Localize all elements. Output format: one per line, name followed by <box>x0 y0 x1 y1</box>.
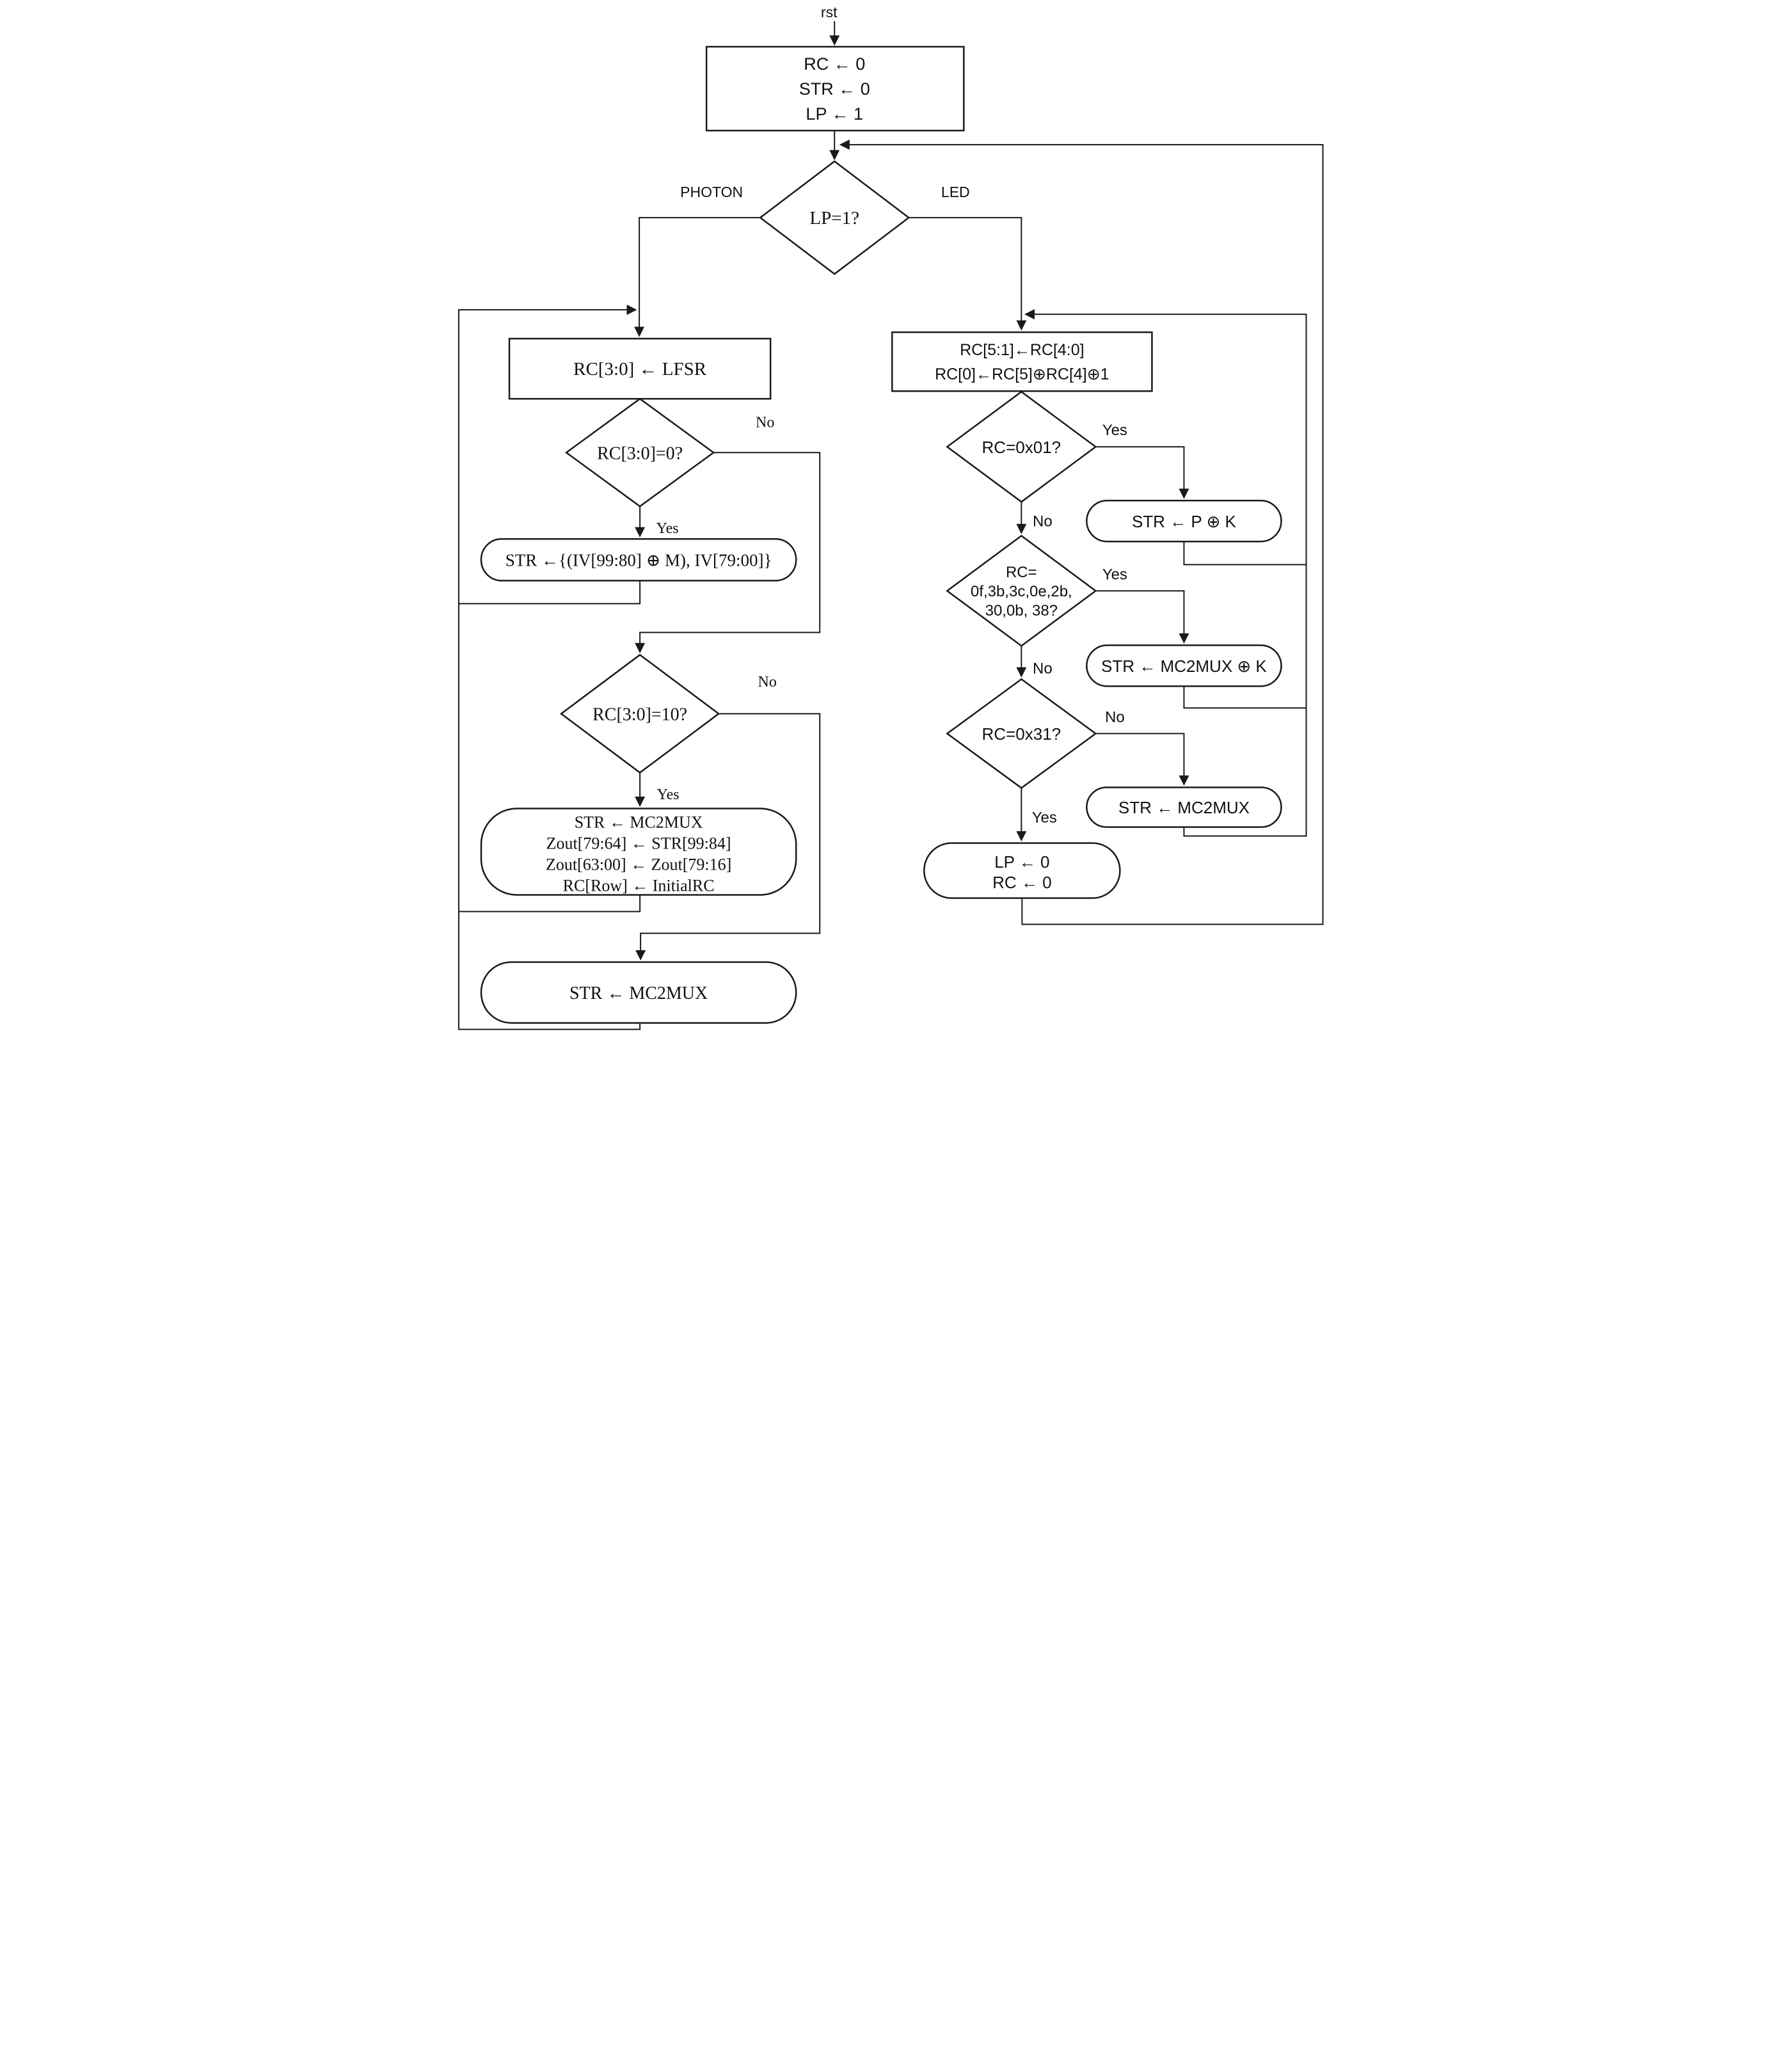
squeeze-line-3: Zout[63:00] ← Zout[79:16] <box>545 855 731 873</box>
finish-line-2: RC ← 0 <box>992 873 1051 892</box>
branch-labels: No Yes No Yes Yes No Yes No No Yes <box>656 415 1127 827</box>
squeeze-line-4: RC[Row] ← InitialRC <box>562 876 714 895</box>
round-key-add-pill <box>1085 644 1282 687</box>
edge-round-key-add-return <box>1182 686 1306 709</box>
squeeze-line-2: Zout[79:64] ← STR[99:84] <box>546 834 731 852</box>
rc31-decision-label: RC=0x31? <box>982 724 1061 744</box>
rc-ten-yes-label: Yes <box>656 786 679 803</box>
rclist-decision-line-1: RC= <box>1005 564 1037 581</box>
edge-photon-branch <box>633 217 760 337</box>
rc-zero-decision-label: RC[3:0]=0? <box>597 443 683 463</box>
edge-rc-zero-no <box>634 452 820 653</box>
mode-decision-label: LP=1? <box>809 208 859 228</box>
photon-round-update-label: STR ← MC2MUX <box>569 984 707 1003</box>
init-line-1: RC ← 0 <box>804 54 865 74</box>
lfsr-box <box>508 337 771 400</box>
rclist-no-label: No <box>1032 660 1052 677</box>
rc-shift-line-2: RC[0]←RC[5]⊕RC[4]⊕1 <box>935 365 1109 383</box>
initial-key-add-label: STR ← P ⊕ K <box>1131 512 1236 531</box>
rc-zero-yes-label: Yes <box>656 520 678 537</box>
nodes <box>480 45 1282 1024</box>
rc-zero-decision-diamond <box>564 397 715 507</box>
squeeze-line-1: STR ← MC2MUX <box>574 813 703 831</box>
finish-pill <box>923 842 1121 899</box>
rc01-decision-diamond <box>945 390 1097 503</box>
edge-inner-return-loop <box>1024 309 1307 837</box>
edge-iv-load-return <box>458 580 640 605</box>
edge-rc31-no <box>1095 733 1189 786</box>
rclist-decision-line-3: 30,0b, 38? <box>985 602 1057 619</box>
edge-led-branch <box>908 217 1026 331</box>
rc-ten-decision-label: RC[3:0]=10? <box>592 705 687 724</box>
photon-led-controller-flowchart: rst RC ← 0 STR ← 0 LP ← 1 LP=1? PHOTON L… <box>443 0 1330 1037</box>
rc31-decision-diamond <box>945 678 1097 789</box>
rc01-no-label: No <box>1032 513 1052 530</box>
rc-shift-line-1: RC[5:1]←RC[4:0] <box>960 341 1085 359</box>
rc31-no-label: No <box>1105 708 1125 726</box>
edge-outer-return-loop <box>839 139 1323 925</box>
edge-rc-ten-no <box>635 713 820 960</box>
connectors <box>457 21 1323 1030</box>
photon-branch-label: PHOTON <box>680 184 743 200</box>
rc-shift-box <box>891 331 1153 392</box>
init-line-3: LP ← 1 <box>806 104 863 124</box>
edge-rc01-yes <box>1095 446 1189 499</box>
led-round-update-label: STR ← MC2MUX <box>1118 798 1249 817</box>
finish-line-1: LP ← 0 <box>994 852 1049 872</box>
rclist-decision-line-2: 0f,3b,3c,0e,2b, <box>970 583 1072 600</box>
node-text: rst RC ← 0 STR ← 0 LP ← 1 LP=1? PHOTON L… <box>505 4 1267 1003</box>
rclist-decision-diamond <box>945 534 1097 647</box>
rc01-yes-label: Yes <box>1102 422 1127 439</box>
led-round-update-pill <box>1085 786 1282 828</box>
rc31-yes-label: Yes <box>1031 809 1056 826</box>
rc-ten-no-label: No <box>758 674 776 690</box>
init-box <box>705 45 965 132</box>
init-line-2: STR ← 0 <box>799 79 870 99</box>
round-key-add-label: STR ← MC2MUX ⊕ K <box>1101 657 1267 676</box>
initial-key-add-pill <box>1085 500 1282 543</box>
mode-decision-diamond <box>758 160 910 275</box>
iv-load-pill <box>480 538 797 582</box>
led-branch-label: LED <box>941 184 969 200</box>
edge-left-return-rail <box>457 305 640 1030</box>
photon-round-update-pill <box>480 961 797 1024</box>
edge-squeeze-return <box>458 895 640 912</box>
edge-initial-key-add-return <box>1182 541 1306 566</box>
rclist-yes-label: Yes <box>1102 566 1127 583</box>
rc-zero-no-label: No <box>756 415 774 431</box>
squeeze-pill <box>480 808 797 896</box>
flowchart-page: rst RC ← 0 STR ← 0 LP ← 1 LP=1? PHOTON L… <box>443 0 1330 1037</box>
iv-load-label: STR ←{(IV[99:80] ⊕ M), IV[79:00]} <box>505 550 772 570</box>
lfsr-box-label: RC[3:0] ← LFSR <box>573 359 707 379</box>
rc01-decision-label: RC=0x01? <box>982 438 1061 457</box>
edge-rclist-yes <box>1095 590 1189 644</box>
rc-ten-decision-diamond <box>559 653 720 774</box>
rst-label: rst <box>820 4 837 20</box>
